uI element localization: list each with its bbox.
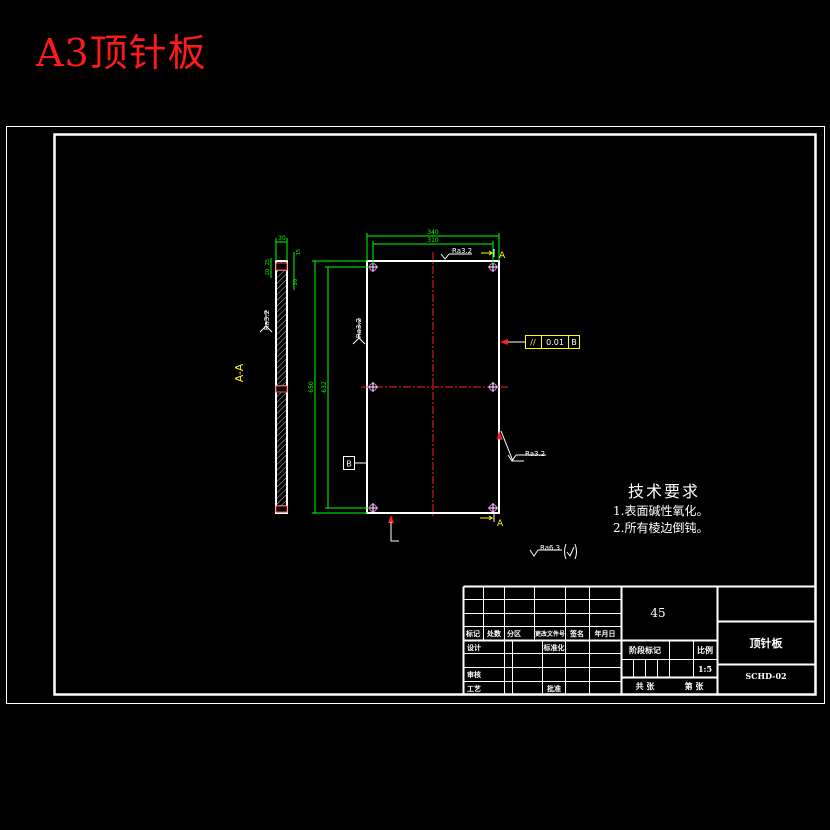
tolerance-frame [525, 335, 580, 349]
left-roughness-symbol [352, 318, 366, 345]
tech-requirement-1: 1.表面碱性氧化。 [613, 504, 708, 518]
label-standardize: 标准化 [543, 643, 565, 652]
general-roughness-bracket [564, 543, 577, 560]
drawing-number: SCHD-02 [745, 671, 786, 681]
section-mark-top: A [499, 251, 506, 261]
header-date: 年月日 [595, 629, 616, 638]
section-view: 30 15 20 25 20 Ra3.2 [259, 235, 302, 514]
label-process: 工艺 [467, 684, 481, 693]
label-review: 审核 [467, 670, 481, 679]
section-arrow-bottom [480, 515, 494, 521]
tolerance-value: 0.01 [546, 338, 564, 347]
left-roughness: Ra3.2 [355, 318, 363, 338]
sheet-inner-frame [53, 133, 817, 696]
tolerance-symbol: // [530, 338, 536, 347]
sheet-outer-frame [6, 126, 825, 704]
page-title: A3顶针板 [36, 31, 207, 75]
tech-requirement-2: 2.所有棱边倒钝。 [613, 520, 708, 535]
stage-label: 阶段标记 [629, 645, 661, 655]
right-roughness-arrow [497, 431, 503, 440]
sheets-total: 共 张 [636, 681, 656, 691]
overall-height-dimension: 650 [308, 381, 315, 393]
side-dim-b: 25 [265, 259, 271, 265]
top-roughness-symbol [440, 253, 472, 260]
right-roughness-leader [500, 430, 546, 462]
label-approve: 批准 [547, 684, 561, 693]
title-block-headers: 标记 处数 分区 更改文件号 签名 年月日 设计 标准化 审核 工艺 批准 [465, 629, 616, 693]
side-dim-top: 15 [296, 249, 302, 255]
section-hole-top [275, 262, 288, 271]
header-signature: 签名 [569, 629, 584, 638]
section-arrow-top [481, 250, 494, 256]
top-roughness: Ra3.2 [452, 247, 472, 255]
general-roughness-symbol [529, 549, 562, 557]
header-zone: 分区 [507, 629, 521, 638]
scale-value: 1:5 [698, 664, 712, 674]
side-dim-c: 20 [265, 269, 271, 275]
side-dim-a: 20 [293, 279, 299, 285]
tech-requirements-heading: 技术要求 [628, 482, 700, 501]
section-roughness-symbol [259, 310, 273, 333]
inner-width-dimension: 310 [427, 237, 439, 244]
sheet-number: 第 张 [685, 681, 705, 691]
part-name: 顶针板 [750, 636, 784, 650]
section-hole-mid [275, 385, 288, 393]
thickness-dimension: 30 [278, 235, 286, 242]
datum-label: B [346, 460, 352, 469]
header-change-doc: 更改文件号 [535, 630, 565, 638]
title-block [462, 585, 816, 695]
datum-box [343, 456, 355, 470]
section-roughness: Ra3.2 [263, 310, 271, 330]
scale-label: 比例 [697, 645, 713, 655]
material: 45 [650, 606, 665, 620]
header-mark: 标记 [465, 629, 480, 638]
section-hole-bottom [275, 505, 288, 513]
overall-width-dimension: 340 [427, 229, 439, 236]
general-roughness: Ra6.3 [540, 544, 560, 552]
section-mark-bottom: A [497, 519, 504, 529]
height-dimensions [312, 260, 370, 514]
view-label: A-A [233, 363, 246, 382]
label-design: 设计 [467, 643, 481, 652]
inner-height-dimension: 632 [321, 381, 328, 393]
right-roughness: Ra3.2 [525, 450, 545, 458]
bottom-reference-arrow [388, 515, 394, 523]
tolerance-datum: B [571, 338, 577, 347]
width-dimensions [366, 233, 500, 264]
plate-view: 340 310 650 632 Ra3.2 Ra3.2 Ra3.2 // 0.0… [308, 229, 580, 542]
tolerance-arrow [500, 339, 508, 345]
header-count: 处数 [486, 629, 502, 638]
